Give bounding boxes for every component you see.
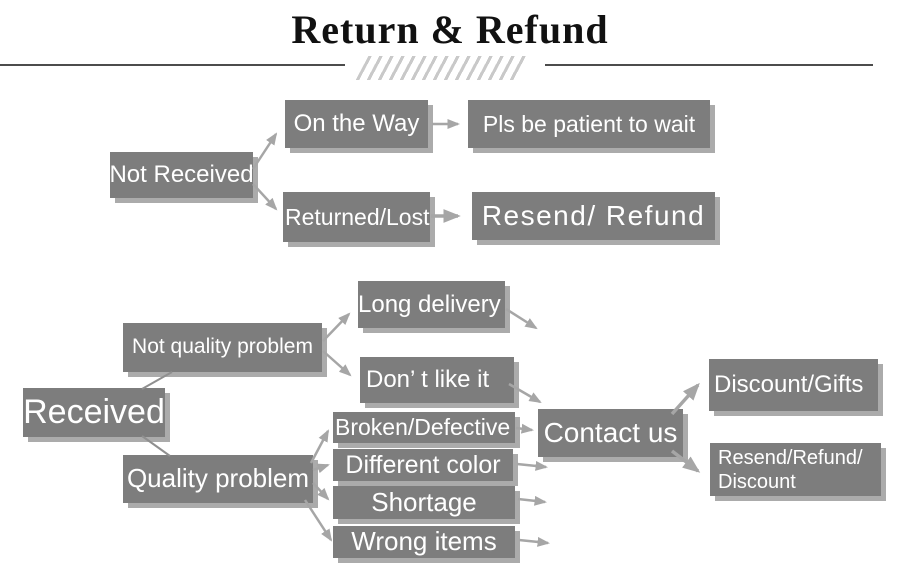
node-label: Shortage [371,486,477,517]
arrow-shortage-out [517,495,547,506]
node-label: Don’ t like it [366,366,490,394]
node-pls-be-patient: Pls be patient to wait [468,100,710,148]
node-label-line1: Resend/Refund/ [718,446,863,469]
arrow-quality-to-broken [309,429,330,464]
arrow-longdelivery-out [505,307,538,330]
hatch-marks [355,56,529,80]
arrow-notquality-to-dontlike [322,350,352,377]
node-label: Wrong items [351,526,497,557]
node-label: Discount/Gifts [714,371,864,399]
node-on-the-way: On the Way [285,100,428,148]
node-quality-problem: Quality problem [123,455,313,503]
node-wrong-items: Wrong items [333,526,515,558]
node-label: On the Way [293,110,420,138]
node-label: Not Received [109,161,254,189]
node-label: Received [23,392,165,431]
node-resend-refund: Resend/ Refund [472,192,715,240]
node-resend-refund-discount: Resend/Refund/ Discount [710,443,881,496]
node-broken-defective: Broken/Defective [333,412,515,443]
arrow-notreceived-to-returnedlost [252,183,278,211]
line-received-to-notquality [141,371,173,390]
node-label: Pls be patient to wait [482,110,696,137]
arrow-broken-to-contactus [515,423,534,434]
node-label: Broken/Defective [335,414,511,441]
node-long-delivery: Long delivery [358,281,505,328]
arrow-quality-to-shortage [312,482,330,501]
arrow-notquality-to-longdelivery [322,312,351,342]
node-label: Returned/Lost [285,203,430,230]
node-received: Received [23,388,165,437]
arrow-quality-to-wrongitems [303,499,333,542]
page-title: Return & Refund [291,7,609,52]
node-label: Contact us [543,417,678,449]
node-label: Quality problem [126,463,310,494]
arrow-diffcolor-out [516,460,548,471]
arrow-wrongitems-out [518,536,550,547]
node-label-line2: Discount [718,470,796,493]
node-dont-like-it: Don’ t like it [360,357,514,403]
line-received-to-quality [141,435,171,457]
divider-line-left [0,64,345,66]
node-not-quality-problem: Not quality problem [123,323,322,372]
node-discount-gifts: Discount/Gifts [709,359,878,411]
node-shortage: Shortage [333,486,515,519]
node-different-color: Different color [333,449,513,481]
node-not-received: Not Received [109,152,254,198]
node-returned-lost: Returned/Lost [283,192,430,242]
node-label: Resend/ Refund [481,200,706,232]
arrow-quality-to-diffcolor [312,463,330,474]
arrow-notreceived-to-ontheway [251,132,278,170]
node-contact-us: Contact us [538,409,683,457]
node-label: Not quality problem [132,335,313,359]
node-label: Different color [345,450,501,479]
node-label: Long delivery [358,290,501,318]
divider-line-right [545,64,873,66]
